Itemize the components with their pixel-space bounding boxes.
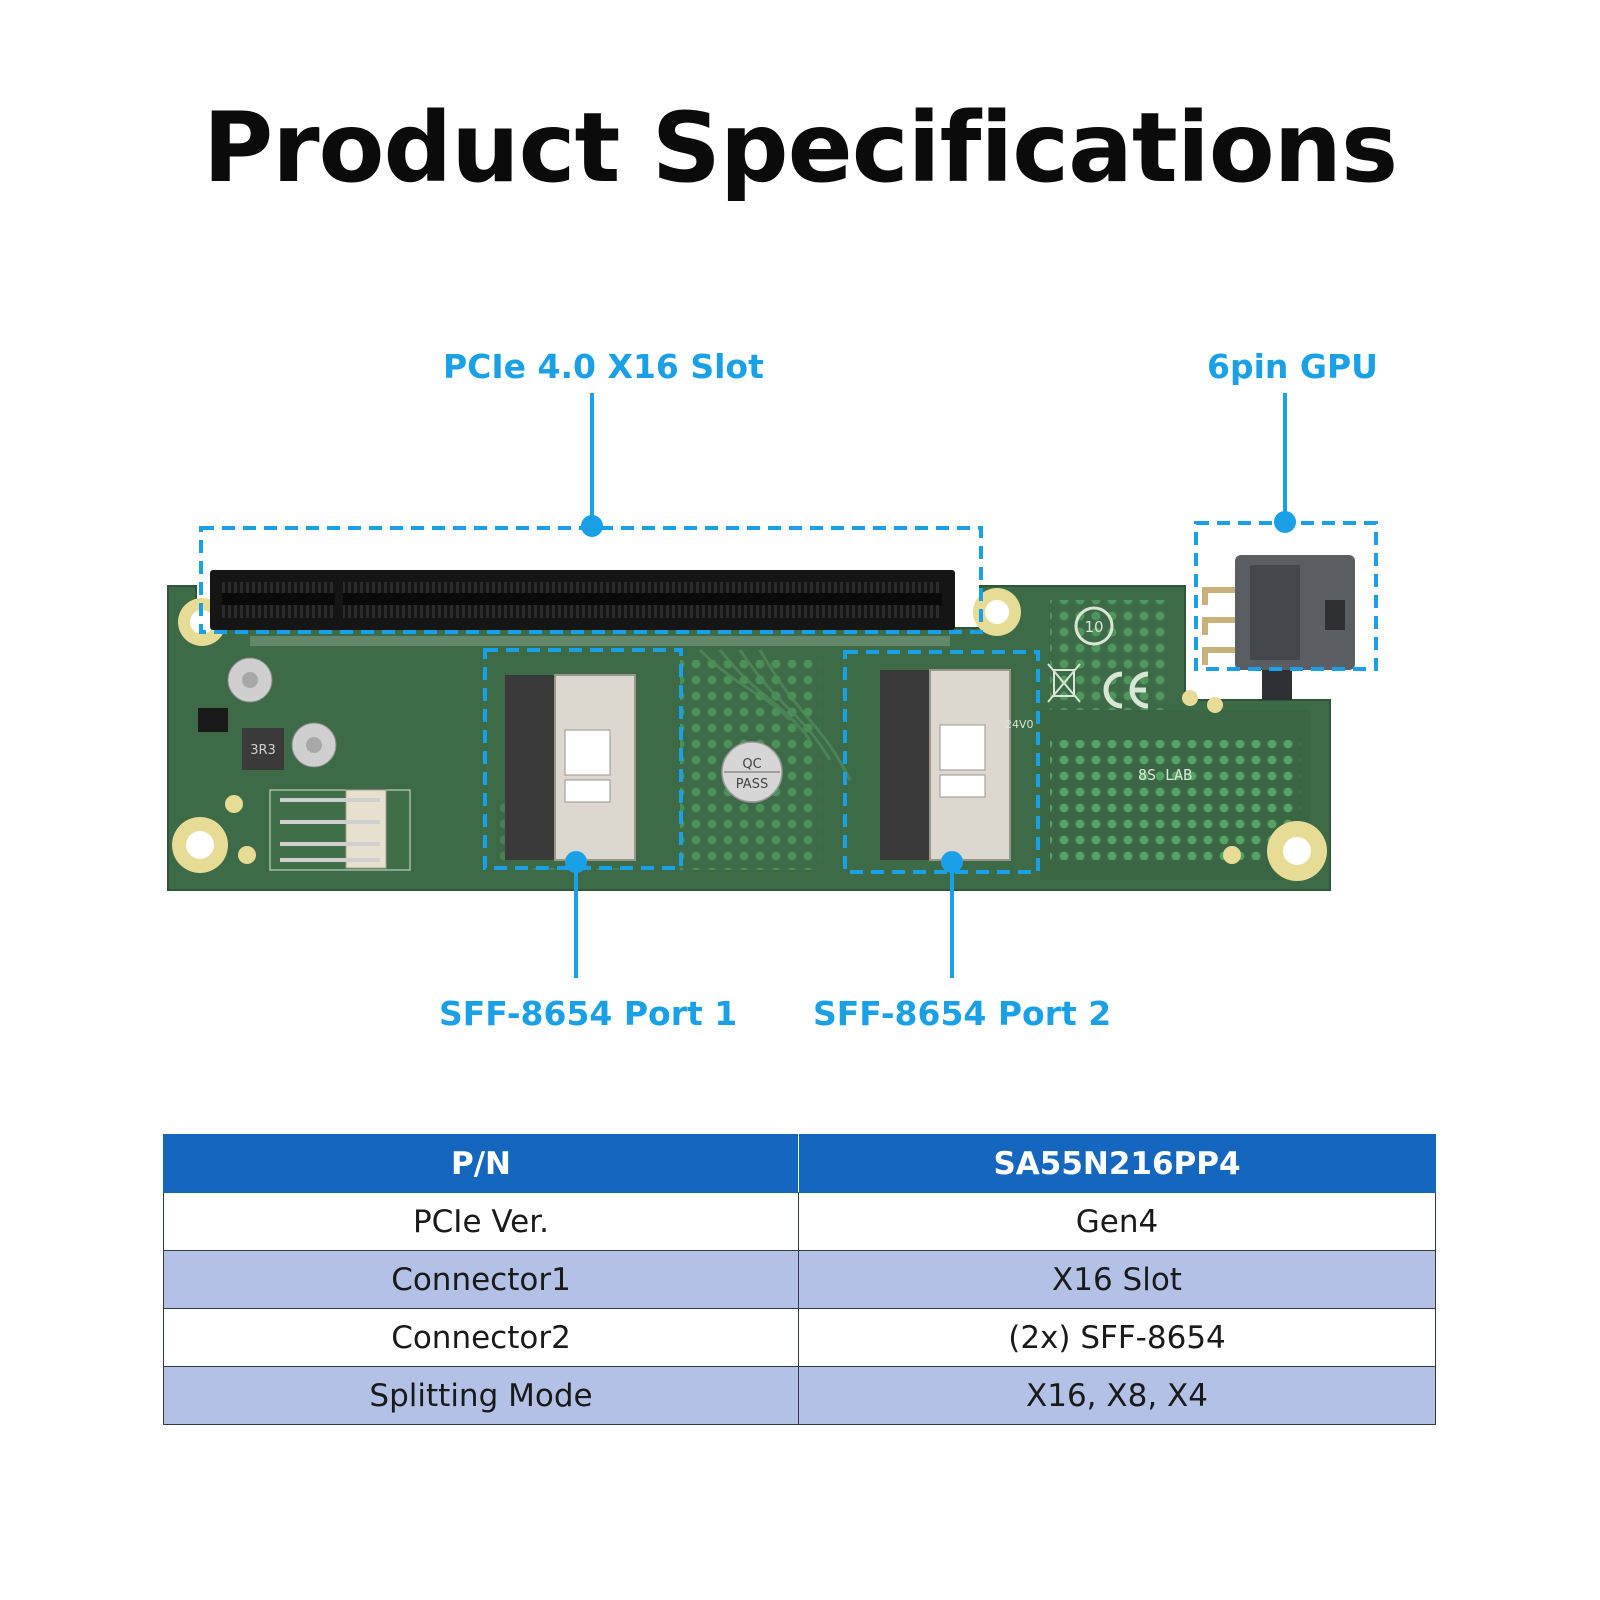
capacitor — [227, 657, 273, 703]
callout-6pin-gpu: 6pin GPU — [1207, 347, 1378, 386]
row-value: X16 Slot — [798, 1250, 1436, 1309]
sff8654-port-2-connector — [880, 669, 1011, 861]
ce-mark-icon — [1103, 671, 1149, 709]
table-row: PCIe Ver. Gen4 — [163, 1192, 1436, 1251]
voltage-marking: 24V0 — [1005, 718, 1034, 731]
inductor-marking: 3R3 — [250, 743, 276, 758]
spec-table-header: P/N SA55N216PP4 — [163, 1134, 1436, 1193]
row-label: Connector1 — [163, 1250, 799, 1309]
qc-label: QC — [742, 757, 761, 772]
svg-text:10: 10 — [1084, 618, 1103, 636]
recycle-10-icon: 10 — [1074, 606, 1114, 646]
spec-table: P/N SA55N216PP4 PCIe Ver. Gen4 Connector… — [163, 1134, 1436, 1425]
mounting-hole — [1267, 821, 1327, 881]
solder-pads — [225, 690, 1241, 864]
highlight-sff-port-2 — [843, 650, 1040, 874]
pcie-x16-slot — [210, 570, 955, 630]
weee-bin-icon — [1047, 663, 1081, 703]
mounting-hole — [973, 588, 1021, 636]
table-row: Connector2 (2x) SFF-8654 — [163, 1308, 1436, 1367]
highlight-pcie-slot — [199, 526, 983, 634]
copper-dots-field — [1050, 740, 1300, 860]
row-label: Splitting Mode — [163, 1366, 799, 1425]
row-value: X16, X8, X4 — [798, 1366, 1436, 1425]
ic-chip — [198, 708, 228, 732]
row-value: (2x) SFF-8654 — [798, 1308, 1436, 1367]
callout-boxes — [199, 521, 1378, 874]
table-row: Connector1 X16 Slot — [163, 1250, 1436, 1309]
highlight-gpu-power — [1194, 521, 1378, 671]
row-value: Gen4 — [798, 1192, 1436, 1251]
qc-pass-sticker: QC PASS — [721, 741, 783, 803]
row-label: Connector2 — [163, 1308, 799, 1367]
capacitor — [291, 722, 337, 768]
highlight-sff-port-1 — [483, 648, 683, 870]
page-title: Product Specifications — [202, 92, 1398, 204]
table-row: Splitting Mode X16, X8, X4 — [163, 1366, 1436, 1425]
fan-header-4pin — [269, 789, 411, 871]
pcb-traces — [698, 648, 852, 781]
inductor — [242, 728, 284, 770]
header-value-cell: SA55N216PP4 — [798, 1134, 1436, 1193]
mounting-hole — [172, 817, 228, 873]
callout-sff-port-1: SFF-8654 Port 1 — [439, 994, 738, 1033]
header-label-cell: P/N — [163, 1134, 799, 1193]
mounting-hole — [178, 598, 226, 646]
callout-sff-port-2: SFF-8654 Port 2 — [813, 994, 1112, 1033]
row-label: PCIe Ver. — [163, 1192, 799, 1251]
pass-label: PASS — [736, 777, 768, 792]
callout-pcie-slot: PCIe 4.0 X16 Slot — [443, 347, 764, 386]
lab-marking: 8S LAB — [1138, 766, 1192, 784]
callout-leader-lines — [565, 393, 1296, 978]
sff8654-port-1-connector — [505, 674, 636, 861]
gpu-6pin-power-connector — [1202, 555, 1355, 700]
pcb-board — [167, 585, 1331, 891]
